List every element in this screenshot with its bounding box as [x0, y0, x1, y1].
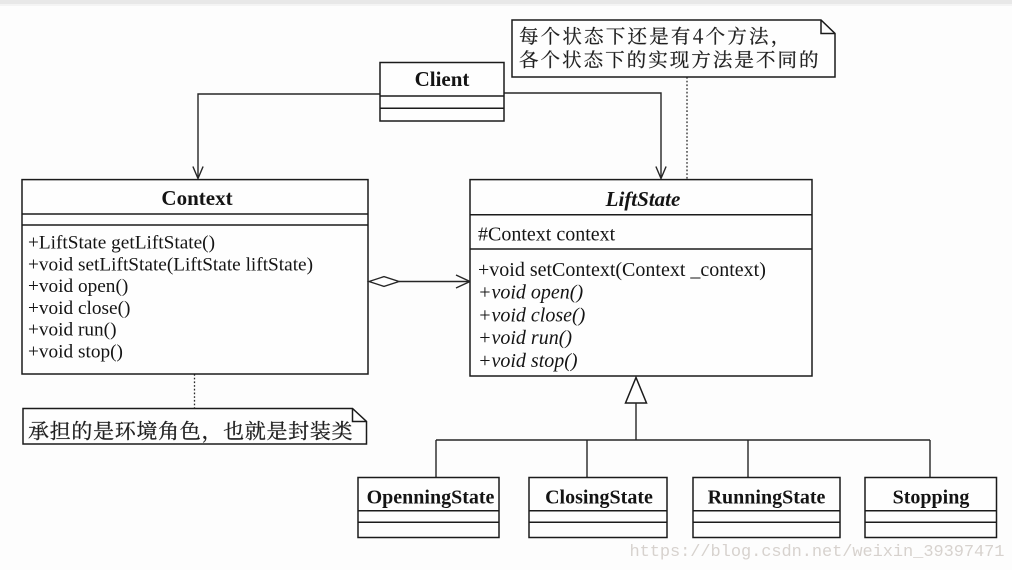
- svg-text:#Context context: #Context context: [478, 223, 616, 245]
- svg-text:ClosingState: ClosingState: [545, 487, 653, 509]
- svg-text:+void run(): +void run(): [478, 327, 572, 349]
- svg-text:+void stop(): +void stop(): [478, 350, 578, 372]
- svg-text:LiftState: LiftState: [605, 187, 681, 211]
- svg-text:OpenningState: OpenningState: [367, 487, 495, 509]
- svg-text:+void close(): +void close(): [28, 298, 130, 319]
- svg-text:+LiftState getLiftState(): +LiftState getLiftState(): [28, 233, 215, 254]
- svg-text:+void close(): +void close(): [478, 304, 586, 326]
- svg-text:+void open(): +void open(): [28, 276, 128, 297]
- svg-text:Client: Client: [415, 67, 470, 91]
- svg-text:RunningState: RunningState: [708, 487, 826, 509]
- svg-text:+void run(): +void run(): [28, 320, 117, 341]
- svg-text:+void open(): +void open(): [478, 282, 583, 304]
- svg-text:https://blog.csdn.net/weixin_3: https://blog.csdn.net/weixin_39397471: [630, 543, 1005, 562]
- svg-text:Context: Context: [161, 186, 232, 210]
- svg-text:+void setContext(Context _cont: +void setContext(Context _context): [478, 259, 766, 281]
- svg-text:Stopping: Stopping: [893, 487, 970, 509]
- svg-text:+void setLiftState(LiftState l: +void setLiftState(LiftState liftState): [28, 254, 313, 275]
- svg-text:+void stop(): +void stop(): [28, 342, 123, 363]
